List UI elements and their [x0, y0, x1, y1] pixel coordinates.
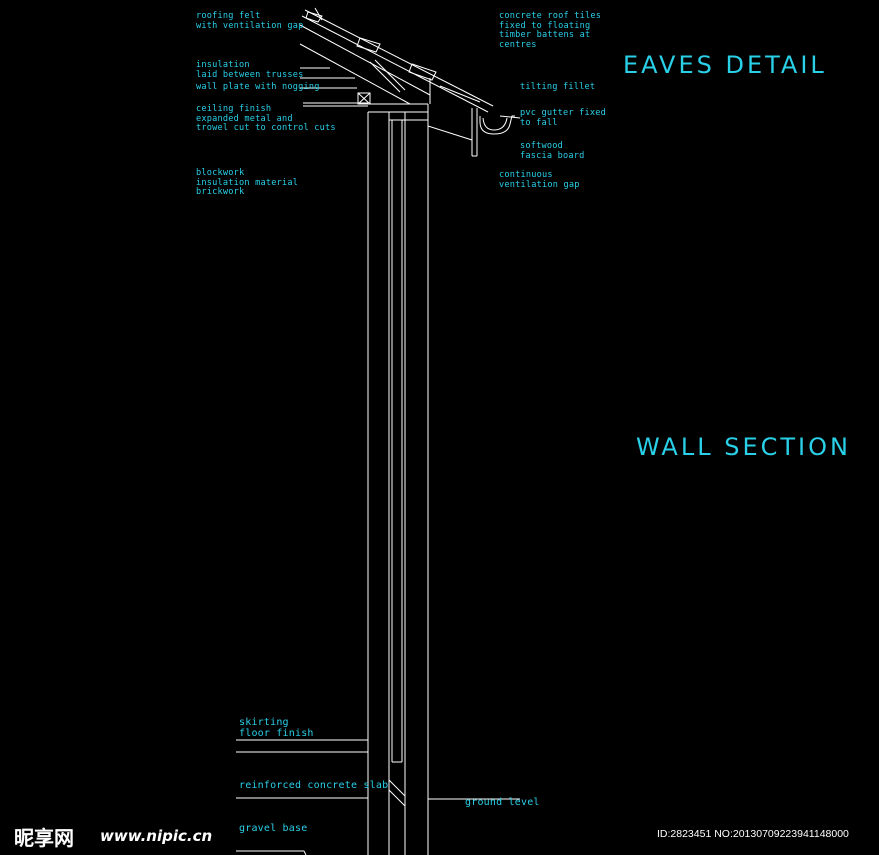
pvc-gutter-label: pvc gutter fixed to fall — [520, 108, 606, 128]
watermark-site: www.nipic.cn — [100, 827, 213, 845]
skirting-label: skirting floor finish — [239, 717, 314, 739]
watermark-logo: 昵享网 — [14, 826, 74, 850]
insulation-trusses-label: insulation laid between trusses — [196, 60, 304, 80]
ceiling-finish-label: ceiling finish expanded metal and trowel… — [196, 104, 336, 134]
ventilation-gap-label: continuous ventilation gap — [499, 170, 580, 190]
ground-level-label: ground level — [465, 797, 540, 808]
watermark-id: ID:2823451 NO:20130709223941148000 — [657, 828, 849, 840]
concrete-slab-label: reinforced concrete slab — [239, 780, 389, 791]
eaves-detail-title: EAVES DETAIL — [623, 51, 827, 79]
wall-plate-label: wall plate with nogging — [196, 82, 320, 92]
wall-plate — [357, 92, 371, 105]
leader-lines — [300, 87, 521, 119]
tilting-fillet-label: tilting fillet — [520, 82, 596, 92]
floor-lines — [236, 739, 520, 855]
fascia-gutter — [427, 108, 515, 157]
concrete-tiles-label: concrete roof tiles fixed to floating ti… — [499, 11, 602, 50]
wall-section-title: WALL SECTION — [636, 433, 851, 461]
gravel-base-label: gravel base — [239, 823, 308, 834]
roofing-felt-label: roofing felt with ventilation gap — [196, 11, 304, 31]
roof-structure — [299, 7, 494, 113]
ceiling-lines — [303, 102, 368, 107]
blockwork-label: blockwork insulation material brickwork — [196, 168, 299, 198]
fascia-board-label: softwood fascia board — [520, 141, 585, 161]
wall-lines — [367, 103, 429, 855]
